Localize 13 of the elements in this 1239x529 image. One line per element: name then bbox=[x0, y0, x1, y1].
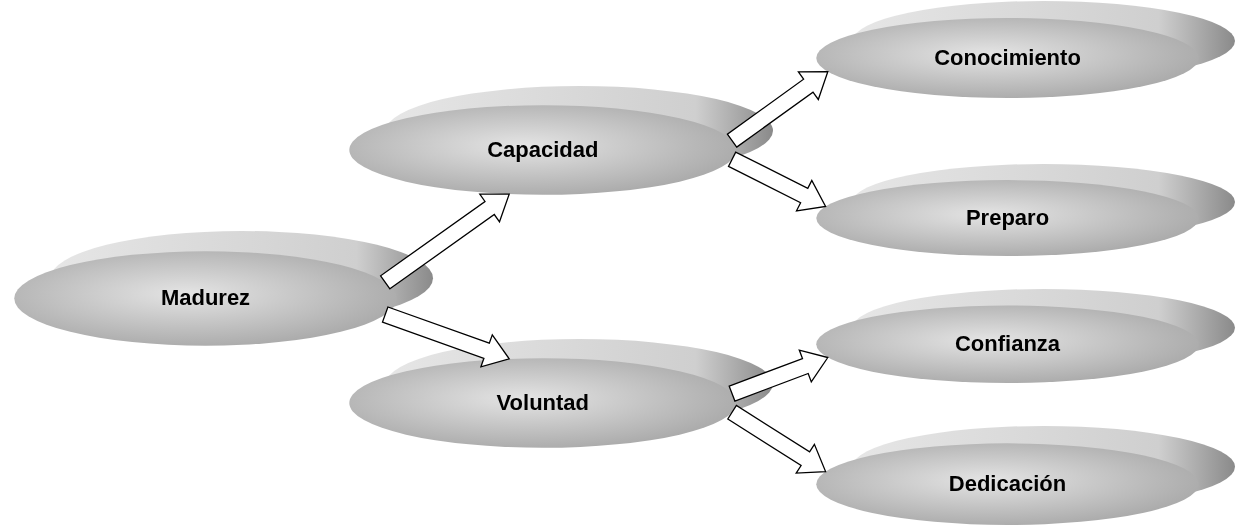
block-arrow bbox=[381, 306, 511, 368]
node-label: Capacidad bbox=[487, 136, 599, 163]
node-label: Confianza bbox=[954, 331, 1061, 358]
node-label: Conocimiento bbox=[934, 45, 1081, 71]
node-label: Madurez bbox=[160, 285, 251, 312]
block-arrow bbox=[726, 404, 827, 474]
block-arrow bbox=[726, 71, 829, 148]
node-label: Dedicación bbox=[948, 471, 1067, 498]
block-arrow bbox=[728, 349, 829, 402]
node-label: Voluntad bbox=[496, 389, 590, 416]
block-arrow bbox=[727, 151, 827, 212]
node-label: Preparo bbox=[965, 205, 1050, 232]
block-arrow bbox=[379, 193, 511, 290]
